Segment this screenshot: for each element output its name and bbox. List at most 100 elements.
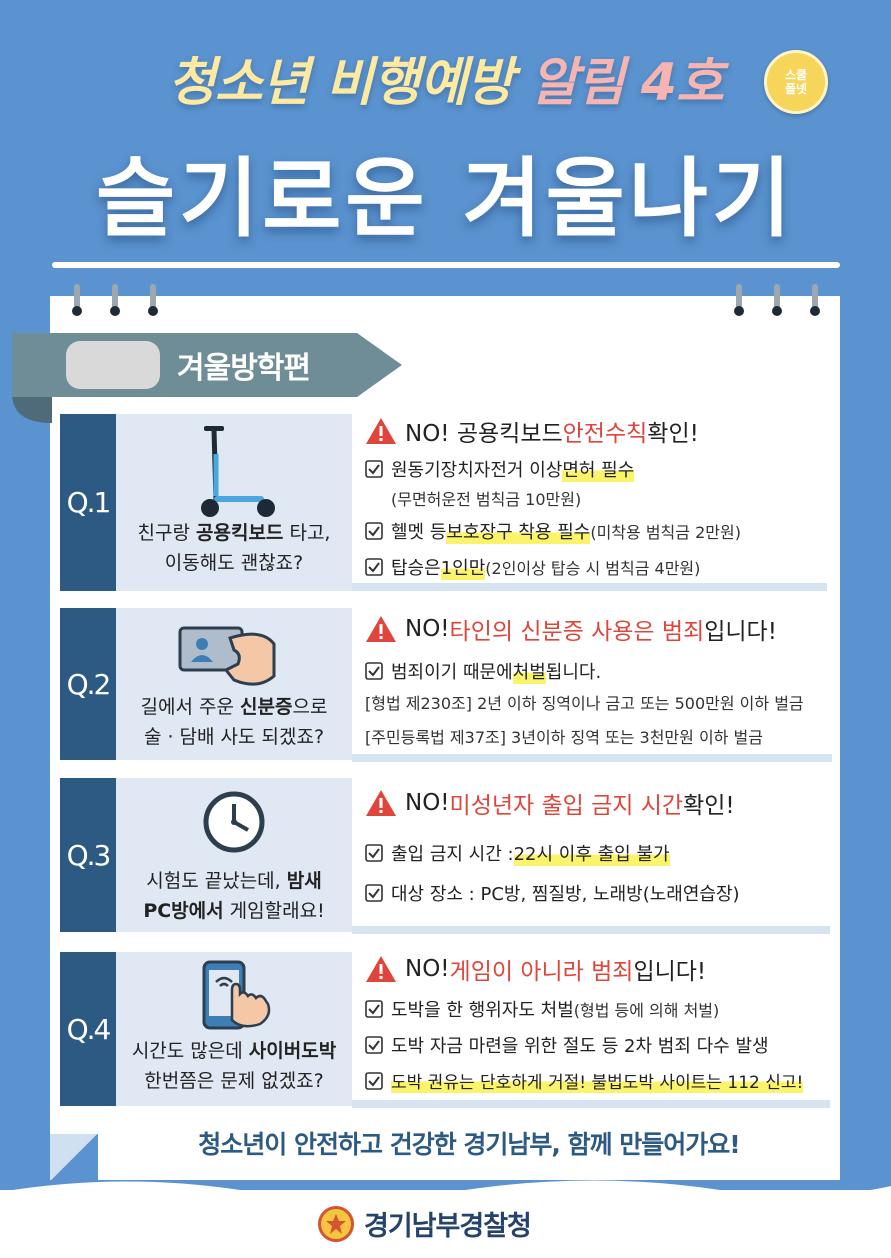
question-number: Q.2 (60, 608, 116, 760)
q-text: 친구랑 (137, 522, 197, 544)
question-box: 친구랑 공용킥보드 타고, 이동해도 괜찮죠? (116, 414, 352, 591)
heading-text: 입니다! (633, 959, 707, 985)
warning-icon (366, 616, 396, 642)
line-text: 탑승은 (391, 558, 441, 579)
badge-bottom-text: 폴넷 (784, 82, 808, 96)
q-text: 길에서 주운 (140, 696, 241, 718)
page-subtitle: 슬기로운 겨울나기 (96, 149, 795, 249)
q-text-bold: 공용킥보드 (196, 522, 284, 544)
heading-red-text: 타인의 신분증 사용은 범죄 (449, 619, 705, 645)
answer-heading: NO! 공용킥보드 안전수칙 확인! (365, 414, 699, 448)
heading-text: NO! 공용킥보드 (405, 421, 563, 447)
header-title: 청소년 비행예방 알림 4호 (0, 40, 891, 115)
checkbox-icon (365, 844, 383, 862)
checkbox-icon (365, 460, 383, 478)
line-highlight: 도박 권유는 단호하게 거절! 불법도박 사이트는 112 신고! (391, 1068, 804, 1093)
binder-ring-icon (734, 284, 744, 318)
line-highlight: 22시 이후 출입 불가 (513, 840, 670, 866)
police-emblem-icon (318, 1205, 354, 1242)
heading-text: 확인! (647, 421, 699, 447)
checkbox-icon (365, 662, 383, 680)
binder-ring-icon (810, 284, 820, 318)
paper-fold-corner (50, 1134, 98, 1180)
line-small: [주민등록법 제37조] 3년이하 징역 또는 3천만원 이하 벌금 (365, 728, 763, 747)
q-text-bold: 사이버도박 (248, 1040, 337, 1062)
checkbox-icon (365, 522, 383, 540)
checkbox-icon (365, 884, 383, 902)
q-text: 시험도 끝났는데, (146, 870, 287, 892)
ribbon-placeholder-pill (66, 341, 160, 389)
kickboard-icon (201, 426, 275, 517)
q-text-bold: PC방에서 (143, 900, 224, 922)
question-box: 시간도 많은데 사이버도박 한번쯤은 문제 없겠죠? (116, 952, 352, 1106)
line-small: (미착용 범칙금 2만원) (590, 523, 741, 542)
line-text: 됩니다. (545, 662, 602, 683)
binder-ring-icon (110, 284, 120, 318)
row-shadow (352, 1100, 830, 1108)
question-box: 시험도 끝났는데, 밤새 PC방에서 게임할래요! (116, 778, 352, 932)
q-text-bold: 신분증 (240, 696, 293, 718)
q-text: 게임할래요! (223, 900, 325, 922)
heading-red-text: 안전수칙 (562, 421, 648, 447)
q-text: 시간도 많은데 (131, 1040, 249, 1062)
agency-name: 경기남부경찰청 (364, 1211, 532, 1242)
line-small: [형법 제230조] 2년 이하 징역이나 금고 또는 500만원 이하 벌금 (365, 694, 804, 713)
question-number: Q.3 (60, 778, 116, 932)
heading-text: 입니다! (704, 619, 777, 645)
heading-text: NO! (405, 790, 450, 816)
checkbox-icon (365, 558, 383, 576)
binder-ring-icon (772, 284, 782, 318)
checkbox-icon (365, 1000, 383, 1018)
row-shadow (352, 754, 832, 762)
badge-top-text: 스쿨 (784, 67, 808, 82)
row-shadow (352, 583, 827, 591)
heading-red-text: 게임이 아니라 범죄 (449, 959, 634, 985)
row-shadow (352, 926, 830, 934)
q-text: 한번쯤은 문제 없겠죠? (144, 1070, 324, 1092)
q-text: 이동해도 괜찮죠? (164, 552, 304, 574)
line-highlight: 1인만 (440, 554, 486, 580)
q-text: 으로 (292, 696, 328, 718)
answer-line: 대상 장소 : PC방, 찜질방, 노래방(노래연습장) (365, 880, 740, 906)
checkbox-icon (365, 1036, 383, 1054)
answer-line: 도박 권유는 단호하게 거절! 불법도박 사이트는 112 신고! (365, 1068, 804, 1093)
checkbox-icon (365, 1071, 383, 1090)
heading-text: NO! (405, 616, 450, 642)
answer-heading: NO! 게임이 아니라 범죄 입니다! (365, 952, 706, 986)
line-highlight: 면허 필수 (562, 456, 635, 482)
answer-line: 도박 자금 마련을 위한 절도 등 2차 범죄 다수 발생 (365, 1032, 769, 1058)
agency-logo: 경기남부경찰청 (318, 1204, 532, 1243)
line-highlight: 보호장구 착용 필수 (446, 518, 591, 544)
line-text: 도박 자금 마련을 위한 절도 등 2차 범죄 다수 발생 (391, 1036, 769, 1057)
answer-line: 헬멧 등 보호장구 착용 필수(미착용 범칙금 2만원) (365, 518, 741, 544)
line-text: 대상 장소 : PC방, 찜질방, 노래방(노래연습장) (391, 884, 740, 905)
title-part2: 알림 4호 (530, 53, 724, 113)
warning-icon (366, 418, 396, 444)
q-text: 술 · 담배 사도 되겠죠? (143, 726, 325, 748)
school-police-badge-icon: 스쿨 폴넷 (764, 50, 828, 114)
answer-line: 도박을 한 행위자도 처벌(형법 등에 의해 처벌) (365, 996, 719, 1022)
header-divider (52, 262, 840, 268)
heading-text: 확인! (683, 793, 735, 819)
footer-message: 청소년이 안전하고 건강한 경기남부, 함께 만들어가요! (198, 1130, 740, 1159)
answer-block-4: NO! 게임이 아니라 범죄 입니다! 도박을 한 행위자도 처벌(형법 등에 … (365, 952, 804, 1093)
line-small: (무면허운전 범칙금 10만원) (391, 490, 582, 509)
id-card-icon (178, 626, 276, 686)
line-text: 출입 금지 시간 : (391, 844, 514, 865)
answer-line: 원동기장치자전거 이상 면허 필수 (365, 456, 635, 482)
section-ribbon: 겨울방학편 (12, 333, 402, 423)
answer-line: 출입 금지 시간 : 22시 이후 출입 불가 (365, 840, 670, 866)
answer-line: [형법 제230조] 2년 이하 징역이나 금고 또는 500만원 이하 벌금 (365, 690, 804, 714)
binder-ring-icon (148, 284, 158, 318)
line-text: 범죄이기 때문에 (391, 662, 513, 683)
clock-icon (203, 791, 265, 853)
answer-line: (무면허운전 범칙금 10만원) (391, 486, 581, 510)
warning-icon (366, 956, 396, 982)
answer-line: [주민등록법 제37조] 3년이하 징역 또는 3천만원 이하 벌금 (365, 724, 763, 748)
line-small: (2인이상 탑승 시 범칙금 4만원) (485, 559, 701, 578)
answer-block-3: NO! 미성년자 출입 금지 시간 확인! 출입 금지 시간 : 22시 이후 … (365, 786, 740, 905)
phone-touch-icon (202, 960, 271, 1030)
